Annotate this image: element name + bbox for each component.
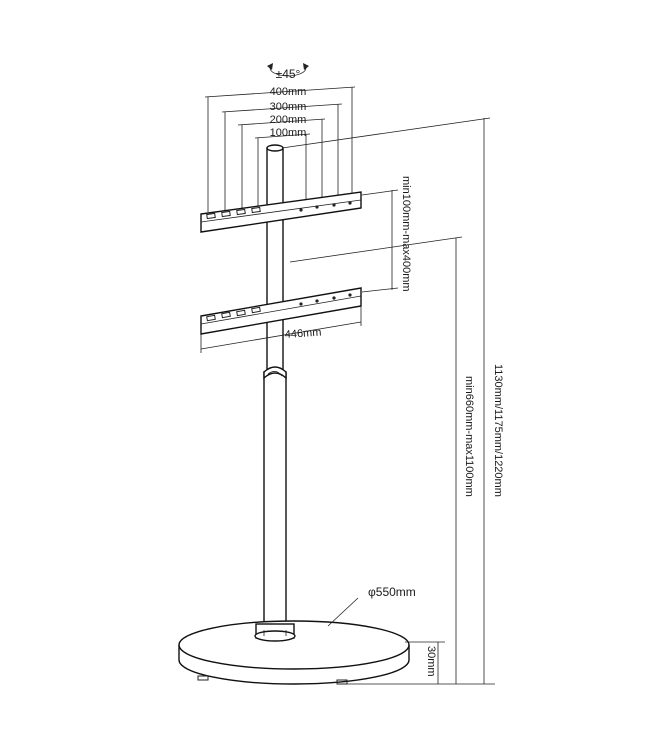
- bracket-spacing-dimension: [361, 189, 399, 293]
- bracket-spacing-label: min100mm-max400mm: [400, 176, 412, 292]
- vesa-400-label: 400mm: [270, 86, 307, 98]
- vesa-200-label: 200mm: [270, 114, 307, 126]
- bracket-width-label: 446mm: [284, 326, 321, 341]
- total-height-dimension: [281, 117, 495, 685]
- vesa-100-label: 100mm: [270, 127, 307, 139]
- vesa-300-label: 300mm: [270, 101, 307, 113]
- lower-column: [263, 366, 287, 631]
- total-height-label: 1130mm/1175mm/1220mm: [492, 364, 504, 497]
- top-mounting-bracket: [200, 191, 362, 233]
- vesa-dimension-lines: [204, 86, 356, 212]
- round-base: [178, 620, 410, 685]
- bracket-width-dimension: [200, 306, 362, 353]
- adjust-height-dimension: [289, 236, 470, 685]
- base-diameter-leader: [327, 597, 359, 627]
- rotation-label: ±45°: [276, 67, 301, 81]
- base-thickness-label: 30mm: [425, 646, 437, 677]
- base-diameter-label: φ550mm: [368, 585, 416, 599]
- adjust-height-label: min660mm-max1100mm: [463, 376, 475, 497]
- upper-column: [266, 144, 284, 374]
- rotation-indicator: ±45°: [267, 63, 309, 81]
- base-thickness-dimension: [345, 641, 445, 685]
